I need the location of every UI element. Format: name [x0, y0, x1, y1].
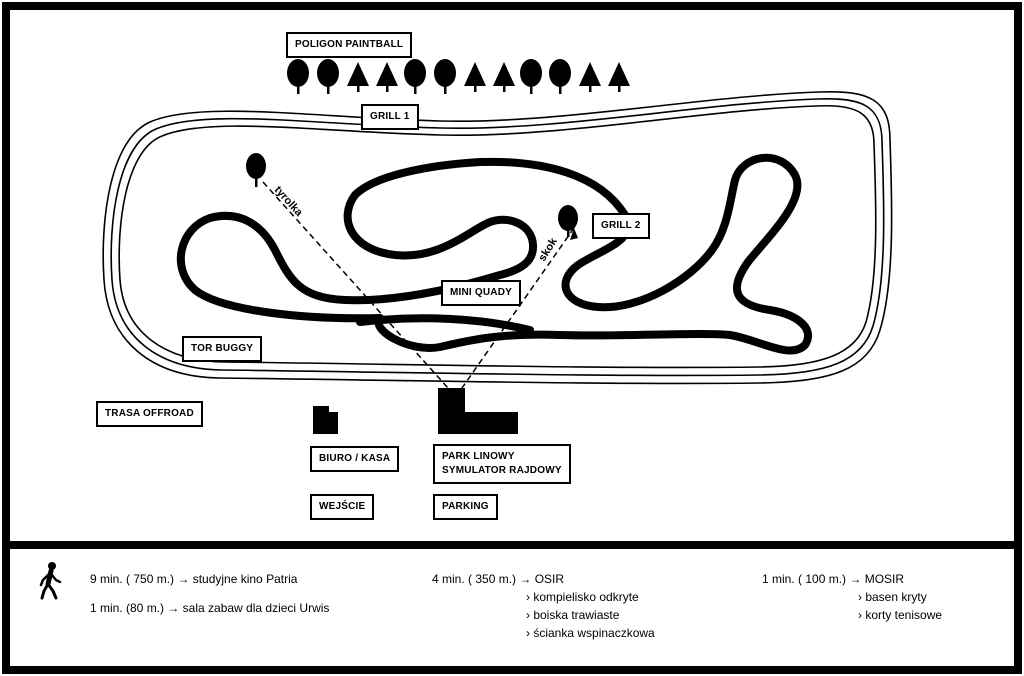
legend-mosir-item: › korty tenisowe: [858, 608, 943, 622]
conifer-tree-icon: [464, 62, 486, 92]
label-symulator-line2: SYMULATOR RAJDOWY: [442, 465, 562, 476]
label-mini-quady: MINI QUADY: [441, 280, 521, 306]
legend-kino: 9 min. ( 750 m.) → studyjne kino Patria: [90, 572, 298, 586]
walking-person-icon: [39, 562, 62, 600]
conifer-tree-icon: [347, 62, 369, 92]
office-building: [313, 406, 338, 434]
label-grill-1: GRILL 1: [361, 104, 419, 130]
legend-osir-item: › kompielisko odkryte: [526, 590, 639, 604]
rope-park-building: [438, 388, 518, 434]
label-poligon-paintball: POLIGON PAINTBALL: [286, 32, 413, 58]
offroad-track: [102, 90, 893, 385]
legend-osir-item: › boiska trawiaste: [526, 608, 620, 622]
label-trasa-offroad: TRASA OFFROAD: [96, 401, 203, 427]
deciduous-tree-icon: [549, 59, 571, 94]
deciduous-tree-icon: [520, 59, 542, 94]
legend-urwis: 1 min. (80 m.) → sala zabaw dla dzieci U…: [90, 601, 330, 615]
label-tor-buggy: TOR BUGGY: [182, 336, 263, 362]
deciduous-tree-icon: [246, 153, 266, 187]
label-wejscie: WEJŚCIE: [310, 494, 375, 520]
label-parking: PARKING: [433, 494, 498, 520]
conifer-tree-icon: [376, 62, 398, 92]
legend-col-1: 9 min. ( 750 m.) → studyjne kino Patria …: [90, 570, 329, 617]
label-park-linowy: PARK LINOWY SYMULATOR RAJDOWY: [433, 444, 571, 484]
tyrolka-route: [262, 181, 449, 389]
conifer-tree-icon: [579, 62, 601, 92]
conifer-tree-icon: [493, 62, 515, 92]
deciduous-tree-icon: [317, 59, 339, 94]
legend-col-2: 4 min. ( 350 m.) → OSIR › kompielisko od…: [432, 570, 655, 642]
deciduous-tree-icon: [287, 59, 309, 94]
legend-mosir-heading: 1 min. ( 100 m.) → MOSIR: [762, 572, 905, 586]
legend-mosir-item: › basen kryty: [858, 590, 927, 604]
label-biuro-kasa: BIURO / KASA: [310, 446, 400, 472]
deciduous-tree-icon: [558, 205, 578, 237]
tree-row: [287, 59, 630, 94]
tyrolka-label: tyrolka: [272, 184, 306, 219]
label-grill-2: GRILL 2: [592, 213, 650, 239]
deciduous-tree-icon: [404, 59, 426, 94]
deciduous-tree-icon: [434, 59, 456, 94]
skok-route: [461, 227, 575, 389]
label-park-linowy-line1: PARK LINOWY: [442, 451, 515, 462]
skok-arrow-head: [570, 228, 578, 240]
buggy-track-crossing: [356, 314, 534, 334]
legend-col-3: 1 min. ( 100 m.) → MOSIR › basen kryty ›…: [762, 570, 942, 624]
skok-label: skok: [536, 235, 560, 263]
conifer-tree-icon: [608, 62, 630, 92]
legend-osir-item: › ścianka wspinaczkowa: [526, 626, 655, 640]
legend-osir-heading: 4 min. ( 350 m.) → OSIR: [432, 572, 565, 586]
